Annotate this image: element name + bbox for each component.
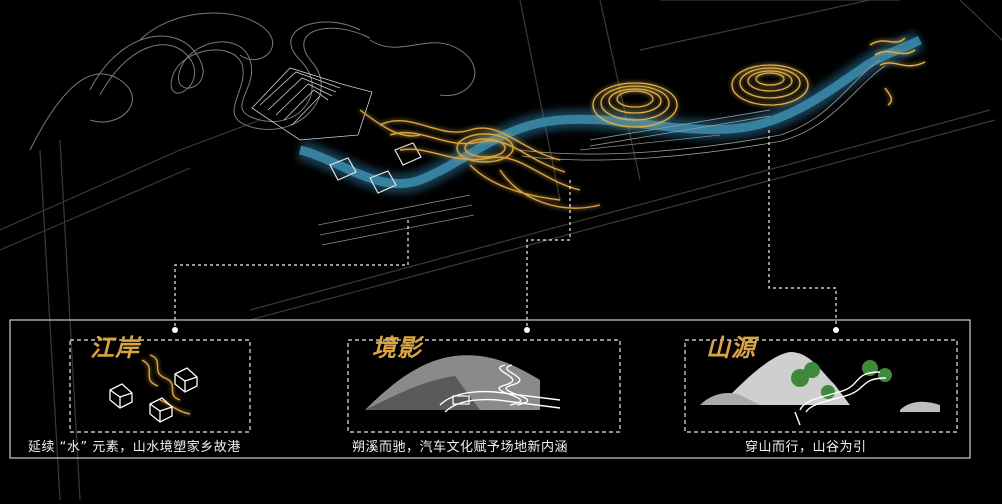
- section-title-shanyuan: 山源: [706, 333, 756, 362]
- panel-jiangan-illustration: [109, 354, 198, 423]
- riverside-track: [519, 59, 886, 161]
- section-caption-jiangan: 延续 “水” 元素，山水境塑家乡故港: [28, 440, 241, 455]
- panel-jingying-illustration: [365, 355, 561, 413]
- houses: [329, 142, 422, 194]
- section-title-jiangan: 江岸: [90, 333, 140, 362]
- gold-river-end: [869, 37, 926, 106]
- legend-frame: [9, 319, 971, 459]
- parking: [317, 134, 721, 246]
- river-glow: [297, 30, 925, 194]
- gold-landscape: [359, 109, 601, 209]
- leader-dots: [172, 327, 839, 333]
- main-building: [251, 67, 373, 141]
- leader-lines: [174, 130, 837, 330]
- section-caption-shanyuan: 穿山而行，山谷为引: [745, 440, 867, 455]
- race-track: [29, 12, 476, 151]
- panel-shanyuan-illustration: [700, 352, 940, 426]
- panel-frames: [69, 339, 958, 433]
- section-title-jingying: 境影: [372, 333, 422, 362]
- section-caption-jingying: 朔溪而驰，汽车文化赋予场地新内涵: [352, 440, 569, 455]
- gold-ovals: [592, 64, 809, 128]
- river: [298, 35, 923, 189]
